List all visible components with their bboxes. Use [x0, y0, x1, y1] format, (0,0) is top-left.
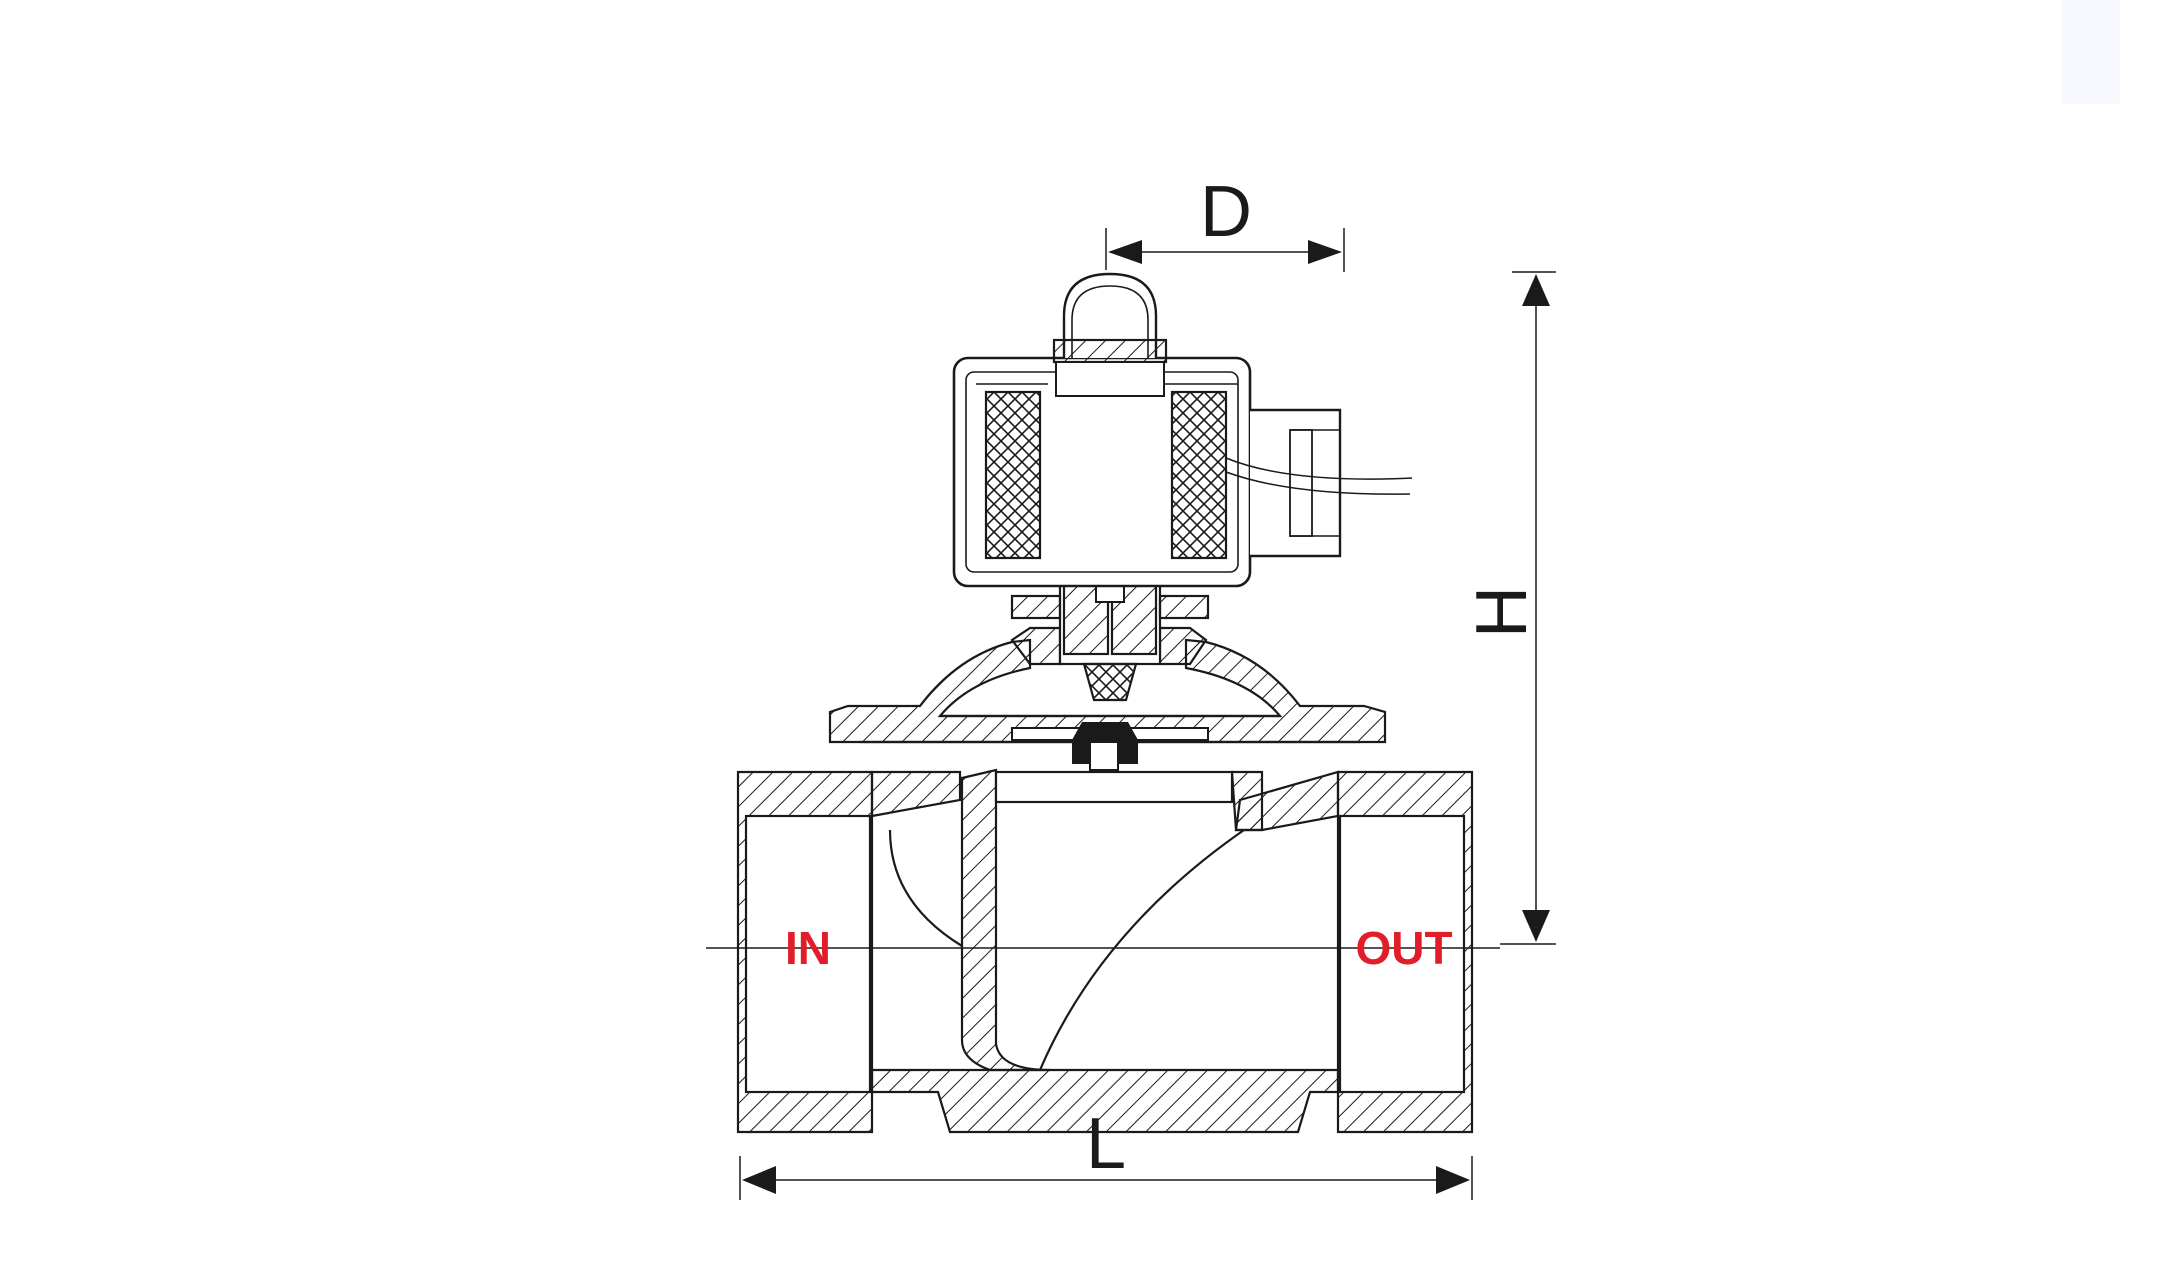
top-cap — [1052, 272, 1168, 397]
inlet-bore — [744, 814, 872, 1094]
l-arrow-left — [742, 1166, 776, 1194]
dimension-l: L — [739, 1104, 1473, 1200]
gland-insert — [1289, 429, 1313, 537]
d-arrow-left — [1108, 240, 1142, 264]
valve-seat — [994, 770, 1234, 804]
h-arrow-bottom — [1522, 910, 1550, 942]
cap-dome — [1062, 272, 1158, 358]
base-washer-left — [1010, 594, 1062, 620]
l-label: L — [1086, 1104, 1126, 1184]
l-arrow-right — [1436, 1166, 1470, 1194]
pilot-orifice — [1089, 741, 1119, 771]
dimension-h: H — [1462, 271, 1556, 945]
flow-curve-left — [888, 829, 963, 947]
coil-housing — [952, 356, 1413, 620]
plunger-seal — [1082, 662, 1138, 702]
cap-dome-inner — [1071, 285, 1149, 358]
seat-right-lip — [1230, 770, 1264, 832]
lead-wire-1 — [1225, 457, 1413, 480]
lead-wire-2 — [1225, 471, 1411, 495]
flow-curve-main — [1038, 829, 1245, 1071]
h-arrow-top — [1522, 274, 1550, 306]
dimension-d: D — [1105, 172, 1345, 272]
d-label: D — [1200, 172, 1252, 252]
valve-body — [736, 768, 1474, 1134]
coil-winding-left — [984, 390, 1042, 560]
outlet-bore — [1338, 814, 1466, 1094]
bonnet — [828, 626, 1387, 771]
body-top-wall — [870, 770, 962, 818]
h-label: H — [1462, 586, 1542, 638]
cap-nut — [1052, 338, 1168, 364]
orifice-partition — [960, 768, 1051, 1072]
outlet-label: OUT — [1355, 922, 1452, 974]
inlet-label: IN — [785, 922, 831, 974]
corner-tab — [2062, 0, 2120, 104]
cap-washer — [1055, 361, 1165, 397]
body-bottom-wall — [870, 1068, 1340, 1134]
coil-winding-right — [1170, 390, 1228, 560]
d-arrow-right — [1308, 240, 1342, 264]
base-washer-right — [1158, 594, 1210, 620]
